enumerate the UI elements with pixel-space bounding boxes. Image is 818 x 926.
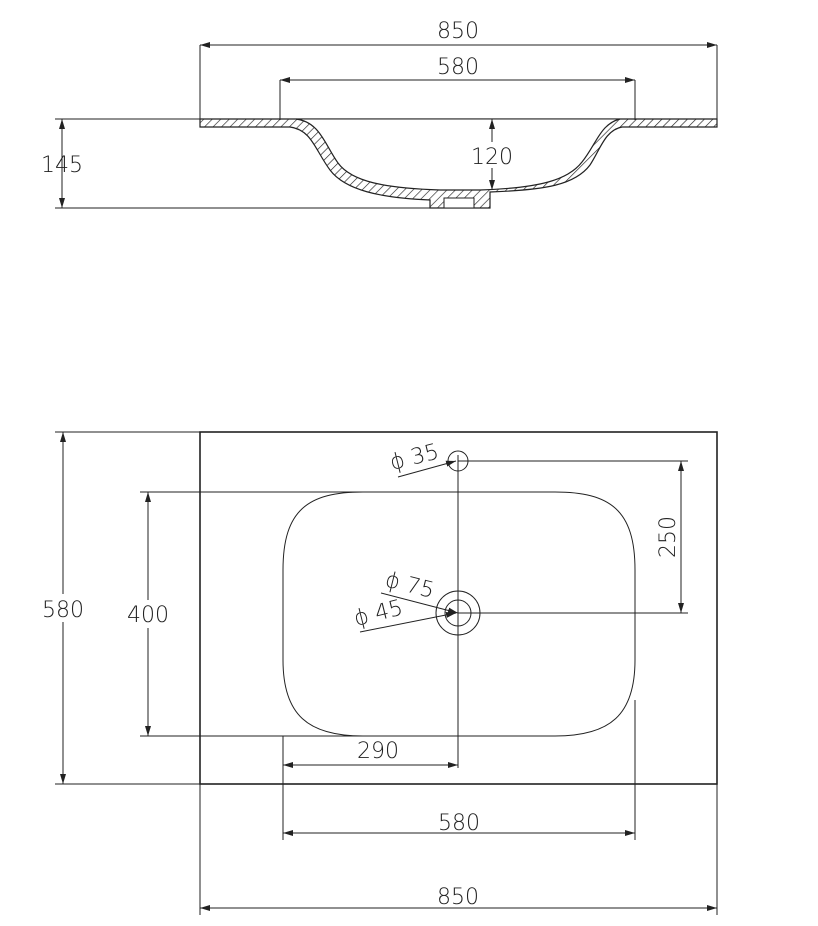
leader-line-75 bbox=[380, 592, 459, 614]
countertop-outline bbox=[199, 431, 718, 785]
dimension-label-850-bottom: 850 bbox=[437, 885, 479, 910]
drain-inner bbox=[444, 599, 472, 627]
leader-line-45 bbox=[359, 611, 457, 633]
section-view: 850 580 145 120 bbox=[41, 19, 718, 209]
drain-opening bbox=[443, 197, 475, 209]
drain-outer bbox=[435, 590, 481, 636]
dimension-label-580-depth: 580 bbox=[42, 598, 84, 623]
dimension-label-250: 250 bbox=[656, 516, 681, 558]
basin-inner-surface bbox=[295, 118, 621, 191]
dimension-label-580-top: 580 bbox=[437, 55, 479, 80]
dimension-label-145: 145 bbox=[41, 153, 83, 178]
dimension-label-dia-45: ϕ 45 bbox=[351, 596, 405, 632]
dimension-label-580-bottom: 580 bbox=[438, 811, 480, 836]
leader-line-35 bbox=[397, 460, 457, 478]
dimension-label-120: 120 bbox=[471, 145, 513, 170]
plan-view: 580 400 ϕ 35 ϕ 75 ϕ 45 250 290 580 bbox=[35, 431, 718, 915]
dimension-label-290: 290 bbox=[357, 739, 399, 764]
basin-bowl-outline bbox=[282, 491, 636, 737]
dimension-label-400: 400 bbox=[127, 603, 169, 628]
dimension-label-850-top: 850 bbox=[437, 19, 479, 44]
dimension-label-dia-35: ϕ 35 bbox=[387, 440, 441, 476]
